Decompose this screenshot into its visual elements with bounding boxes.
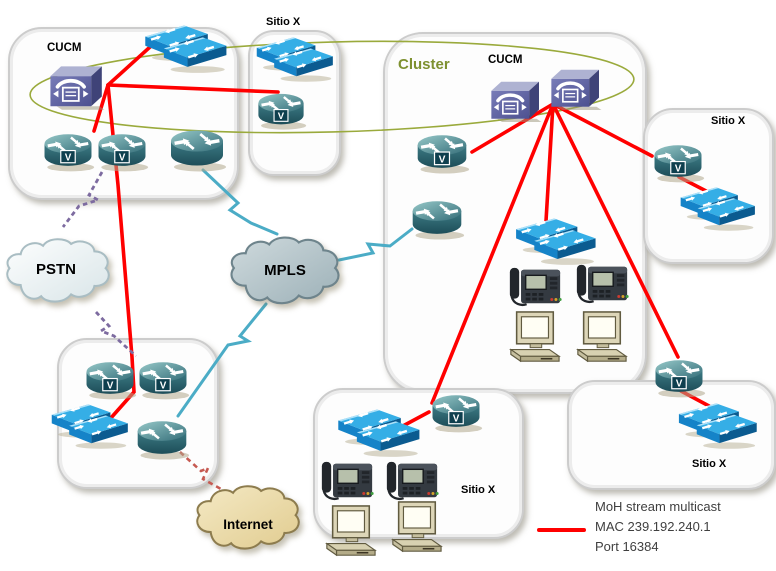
switch-stack-icon (252, 35, 336, 81)
desktop-computer-icon (577, 311, 627, 362)
site-top-left: CUCM (8, 27, 239, 200)
ip-phone-icon (385, 460, 440, 501)
voice-router-icon (135, 358, 191, 400)
cluster-label: Cluster (398, 56, 450, 73)
site-top-middle: Sitio X (248, 16, 341, 176)
site-main-cluster: Cluster CUCM (383, 32, 647, 394)
switch-stack-icon (47, 402, 131, 448)
ip-phone-icon (575, 263, 630, 304)
voice-router-icon (40, 130, 96, 172)
router-icon (133, 417, 191, 460)
site-bottom-right: Sitio X (567, 380, 776, 490)
site-bottom-middle: Sitio X (313, 388, 524, 556)
voice-router-icon (413, 131, 471, 174)
cucm-label: CUCM (47, 42, 82, 54)
switch-stack-icon (511, 216, 599, 264)
cucm-label: CUCM (488, 54, 523, 66)
desktop-computer-icon (510, 311, 560, 362)
router-icon (166, 126, 228, 172)
ip-phone-icon (508, 266, 563, 307)
voice-router-icon (651, 356, 707, 398)
cucm-server-icon (489, 80, 544, 124)
legend: MoH stream multicast MAC 239.192.240.1 P… (595, 497, 721, 557)
switch-stack-icon (333, 407, 423, 456)
legend-line-2: MAC 239.192.240.1 (595, 519, 711, 534)
voice-router-icon (428, 391, 484, 433)
site-right-label: Sitio X (711, 115, 746, 127)
voice-router-icon (82, 358, 138, 400)
site-top-middle-label: Sitio X (266, 16, 301, 28)
internet-cloud-label: Internet (223, 517, 273, 532)
legend-line-1: MoH stream multicast (595, 499, 721, 514)
router-icon (408, 197, 466, 240)
desktop-computer-icon (392, 501, 442, 552)
switch-stack-icon (140, 23, 230, 72)
cucm-server-icon (48, 64, 107, 112)
mpls-cloud-label: MPLS (264, 262, 306, 279)
site-bottom-middle-label: Sitio X (461, 484, 496, 496)
voice-router-icon (254, 90, 308, 130)
ip-phone-icon (320, 460, 375, 501)
switch-stack-icon (674, 401, 760, 448)
voice-router-icon (94, 130, 150, 172)
site-bottom-right-label: Sitio X (692, 458, 727, 470)
pstn-cloud-label: PSTN (35, 261, 76, 278)
site-right: Sitio X (643, 108, 774, 264)
switch-stack-icon (676, 185, 758, 230)
legend-line-3: Port 16384 (595, 539, 659, 554)
cucm-server-icon (549, 68, 604, 112)
desktop-computer-icon (326, 505, 376, 556)
legend-moh-line-swatch (537, 528, 586, 532)
site-bottom-left (57, 338, 219, 489)
voice-router-icon (650, 141, 706, 183)
